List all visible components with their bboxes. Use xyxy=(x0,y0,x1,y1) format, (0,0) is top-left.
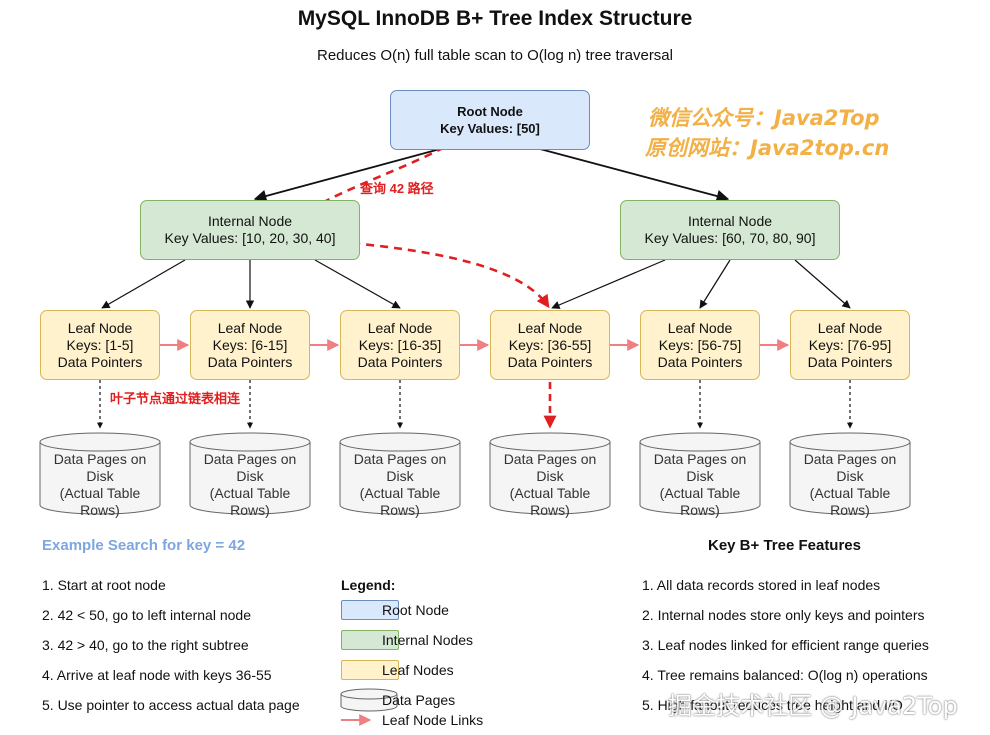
leaf-pointers: Data Pointers xyxy=(507,353,593,370)
internal-right-keys: Key Values: [60, 70, 80, 90] xyxy=(644,230,816,246)
feature-item: 2. Internal nodes store only keys and po… xyxy=(642,607,925,623)
leaf-node-3: Leaf Node Keys: [16-35] Data Pointers xyxy=(340,310,460,380)
leaf-keys: Keys: [36-55] xyxy=(508,336,592,353)
disk-cylinder-5 xyxy=(639,432,761,515)
leaf-keys: Keys: [16-35] xyxy=(358,336,442,353)
leaf-pointers: Data Pointers xyxy=(57,353,143,370)
leaf-pointers: Data Pointers xyxy=(357,353,443,370)
legend-data-label: Data Pages xyxy=(382,692,456,708)
leaf-link-note: 叶子节点通过链表相连 xyxy=(110,391,241,406)
legend-root-label: Root Node xyxy=(382,602,449,618)
legend-data-icon xyxy=(340,688,398,712)
leaf-title: Leaf Node xyxy=(517,319,583,336)
edge-root-left xyxy=(253,148,441,203)
edge-il-leaf3 xyxy=(314,259,401,309)
example-title: Example Search for key = 42 xyxy=(42,537,246,554)
leaf-title: Leaf Node xyxy=(67,319,133,336)
edge-root-right xyxy=(539,148,730,203)
disk-cylinder-1 xyxy=(39,432,161,515)
internal-left-keys: Key Values: [10, 20, 30, 40] xyxy=(164,230,336,246)
query-path-label: 查询 42 路径 xyxy=(360,181,434,196)
leaf-node-1: Leaf Node Keys: [1-5] Data Pointers xyxy=(40,310,160,380)
leaf-title: Leaf Node xyxy=(817,319,883,336)
leaf-node-6: Leaf Node Keys: [76-95] Data Pointers xyxy=(790,310,910,380)
example-step: 1. Start at root node xyxy=(42,577,166,593)
legend-internal-swatch xyxy=(341,630,399,650)
root-node-title: Root Node xyxy=(457,104,523,119)
legend-internal-label: Internal Nodes xyxy=(382,632,474,648)
leaf-keys: Keys: [76-95] xyxy=(808,336,892,353)
root-node-keys: Key Values: [50] xyxy=(440,121,540,136)
legend-root-swatch xyxy=(341,600,399,620)
leaf-node-5: Leaf Node Keys: [56-75] Data Pointers xyxy=(640,310,760,380)
leaf-keys: Keys: [1-5] xyxy=(66,336,134,353)
leaf-pointers: Data Pointers xyxy=(807,353,893,370)
edge-ir-leaf4 xyxy=(551,259,666,309)
leaf-title: Leaf Node xyxy=(217,319,283,336)
disk-cylinder-3 xyxy=(339,432,461,515)
edge-il-leaf1 xyxy=(101,259,186,309)
features-title: Key B+ Tree Features xyxy=(708,537,861,554)
feature-item: 4. Tree remains balanced: O(log n) opera… xyxy=(642,667,928,683)
leaf-pointers: Data Pointers xyxy=(207,353,293,370)
feature-item: 3. Leaf nodes linked for efficient range… xyxy=(642,637,929,653)
example-step: 5. Use pointer to access actual data pag… xyxy=(42,697,300,713)
leaf-keys: Keys: [56-75] xyxy=(658,336,742,353)
feature-item: 5. High fanout reduces tree height and I… xyxy=(642,697,903,713)
internal-right-title: Internal Node xyxy=(687,213,773,229)
edge-ir-leaf5 xyxy=(699,259,731,309)
watermark-juejin: 掘金技术社区 @ Java2Top xyxy=(668,692,958,720)
legend-leaf-swatch xyxy=(341,660,399,680)
root-node: Root Node Key Values: [50] xyxy=(390,90,590,150)
internal-left-title: Internal Node xyxy=(207,213,293,229)
watermark-wechat: 微信公众号：Java2Top xyxy=(648,106,880,130)
page-subtitle: Reduces O(n) full table scan to O(log n)… xyxy=(317,47,673,64)
legend-links-label: Leaf Node Links xyxy=(382,712,484,728)
example-step: 2. 42 < 50, go to left internal node xyxy=(42,607,251,623)
leaf-title: Leaf Node xyxy=(667,319,733,336)
legend-title: Legend: xyxy=(341,577,396,593)
internal-node-left: Internal Node Key Values: [10, 20, 30, 4… xyxy=(140,200,360,260)
disk-cylinder-4 xyxy=(489,432,611,515)
leaf-node-4: Leaf Node Keys: [36-55] Data Pointers xyxy=(490,310,610,380)
leaf-node-2: Leaf Node Keys: [6-15] Data Pointers xyxy=(190,310,310,380)
page-title: MySQL InnoDB B+ Tree Index Structure xyxy=(297,7,693,30)
disk-cylinder-2 xyxy=(189,432,311,515)
example-step: 4. Arrive at leaf node with keys 36-55 xyxy=(42,667,272,683)
watermark-site: 原创网站：Java2top.cn xyxy=(645,136,890,160)
feature-item: 1. All data records stored in leaf nodes xyxy=(642,577,881,593)
leaf-pointers: Data Pointers xyxy=(657,353,743,370)
internal-node-right: Internal Node Key Values: [60, 70, 80, 9… xyxy=(620,200,840,260)
example-step: 3. 42 > 40, go to the right subtree xyxy=(42,637,249,653)
edge-ir-leaf6 xyxy=(794,259,851,309)
legend-leaf-label: Leaf Nodes xyxy=(382,662,454,678)
disk-cylinder-6 xyxy=(789,432,911,515)
leaf-keys: Keys: [6-15] xyxy=(212,336,288,353)
leaf-title: Leaf Node xyxy=(367,319,433,336)
